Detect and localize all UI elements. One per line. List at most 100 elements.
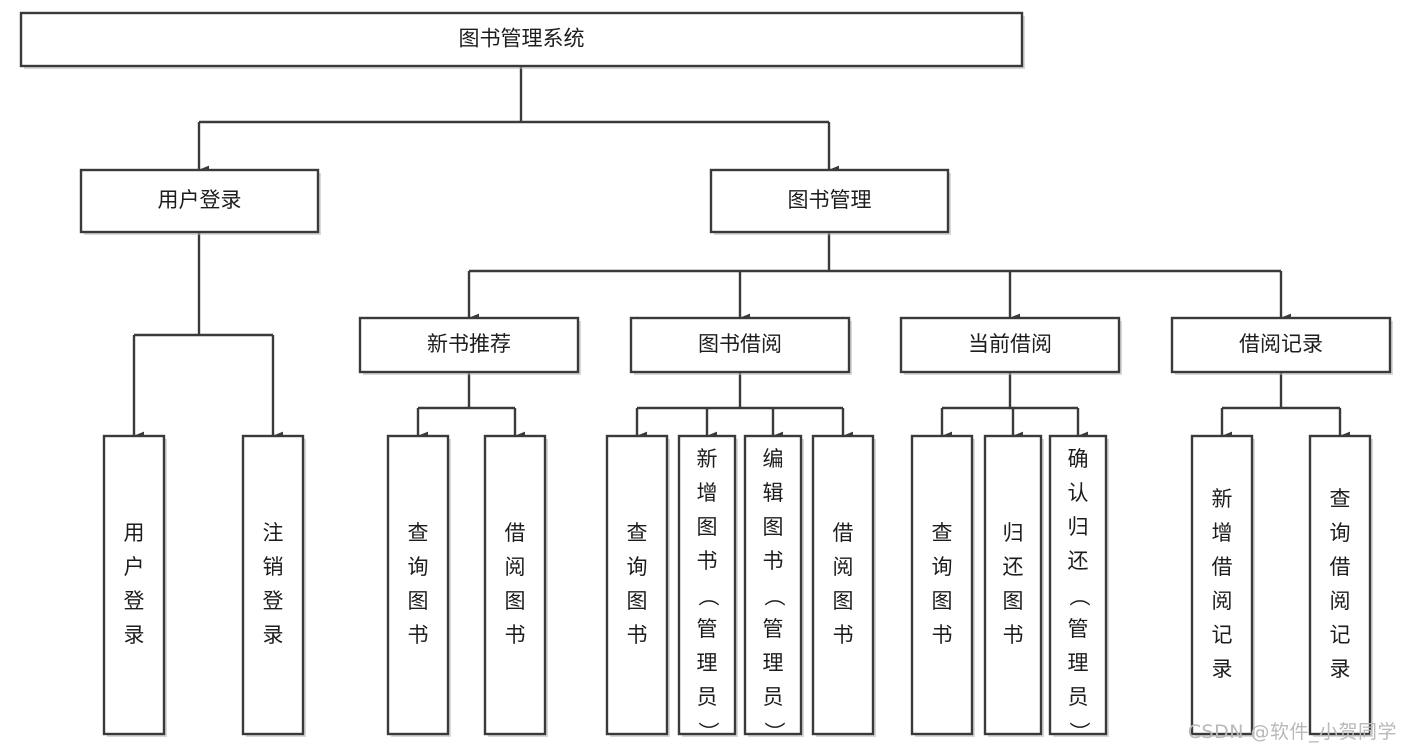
connector-bus-book-manage [467,232,1292,323]
node-label-char: 理 [697,651,718,675]
node-label-char: 书 [1003,623,1024,647]
node-leaf-user-login[interactable]: 用户登录 [102,434,167,737]
node-label-char: 借 [1212,555,1233,579]
node-current-borrow[interactable]: 当前借阅 [899,316,1122,375]
node-label-char: 归 [1068,515,1089,539]
node-label-char: 注 [263,521,284,545]
node-box[interactable] [1048,434,1108,736]
node-label-char: 录 [1330,657,1351,681]
node-box[interactable] [743,434,803,736]
node-label: 图书管理系统 [459,27,585,51]
node-label: 当前借阅 [968,332,1052,356]
node-root[interactable]: 图书管理系统 [19,11,1025,69]
node-box[interactable] [79,168,320,234]
node-label-char: 书 [697,549,718,573]
node-label-char: 书 [763,549,784,573]
node-box[interactable] [19,11,1024,68]
node-book-manage[interactable]: 图书管理 [709,168,951,235]
node-box[interactable] [910,434,974,736]
node-label-char: 还 [1068,549,1089,573]
node-box[interactable] [709,168,950,234]
node-label-char: 图 [932,589,953,613]
node-box[interactable] [629,316,851,374]
node-label-char: （ [1067,586,1091,607]
node-box[interactable] [677,434,737,736]
node-label-char: 借 [505,521,526,545]
node-box[interactable] [386,434,450,736]
node-label-char: （ [762,586,786,607]
node-label: 用户登录 [158,188,242,212]
node-label-char: 理 [1068,651,1089,675]
node-label-char: 书 [627,623,648,647]
node-label-char: 员 [697,685,718,709]
node-label-char: 增 [697,481,718,505]
node-label-char: 阅 [833,555,854,579]
node-label-char: 图 [505,589,526,613]
node-label: 新书推荐 [427,332,511,356]
node-label-char: 录 [1212,657,1233,681]
node-box[interactable] [1308,434,1372,736]
node-book-borrow[interactable]: 图书借阅 [629,316,852,375]
node-label-char: 还 [1003,555,1024,579]
node-label: 图书管理 [788,188,872,212]
connector-bus-new-book [416,372,526,441]
node-label-char: 辑 [763,481,784,505]
node-label-char: 询 [408,555,429,579]
node-label-char: 查 [932,521,953,545]
node-box[interactable] [983,434,1043,736]
node-box[interactable] [899,316,1121,374]
node-label-char: 理 [763,651,784,675]
node-box[interactable] [241,434,305,736]
node-label-char: 新 [697,447,718,471]
node-label-char: ） [1067,722,1091,743]
node-box[interactable] [1190,434,1254,736]
node-label-char: 阅 [1212,589,1233,613]
node-box[interactable] [605,434,669,736]
node-label-char: 图 [697,515,718,539]
node-label: 图书借阅 [698,332,782,356]
node-label-char: 查 [408,521,429,545]
node-label-char: 增 [1212,521,1233,545]
node-label-char: 阅 [1330,589,1351,613]
connector-bus-root [197,66,840,175]
node-label-char: 确 [1068,447,1089,471]
node-label-char: ） [762,722,786,743]
node-label-char: 管 [697,617,718,641]
connector-bus-current-borrow [940,372,1089,441]
node-label-char: 销 [263,555,284,579]
node-label-char: （ [696,586,720,607]
node-new-book-recommend[interactable]: 新书推荐 [358,316,581,375]
node-label-char: 录 [263,623,284,647]
connector-bus-user-login [132,232,284,441]
node-label-char: 图 [627,589,648,613]
node-borrow-record[interactable]: 借阅记录 [1170,316,1393,375]
node-label-char: 借 [833,521,854,545]
node-label-char: 员 [1068,685,1089,709]
node-box[interactable] [483,434,547,736]
node-box[interactable] [358,316,580,374]
node-label-char: 录 [124,623,145,647]
node-box[interactable] [102,434,166,736]
node-box[interactable] [811,434,875,736]
node-label-char: 户 [124,555,145,579]
node-user-login[interactable]: 用户登录 [79,168,321,235]
csdn-watermark: CSDN @软件_小贺同学 [1187,721,1397,743]
node-label-char: 编 [763,447,784,471]
node-box[interactable] [1170,316,1392,374]
node-label-char: 用 [124,521,145,545]
node-label-char: 认 [1068,481,1089,505]
node-label-char: 询 [627,555,648,579]
